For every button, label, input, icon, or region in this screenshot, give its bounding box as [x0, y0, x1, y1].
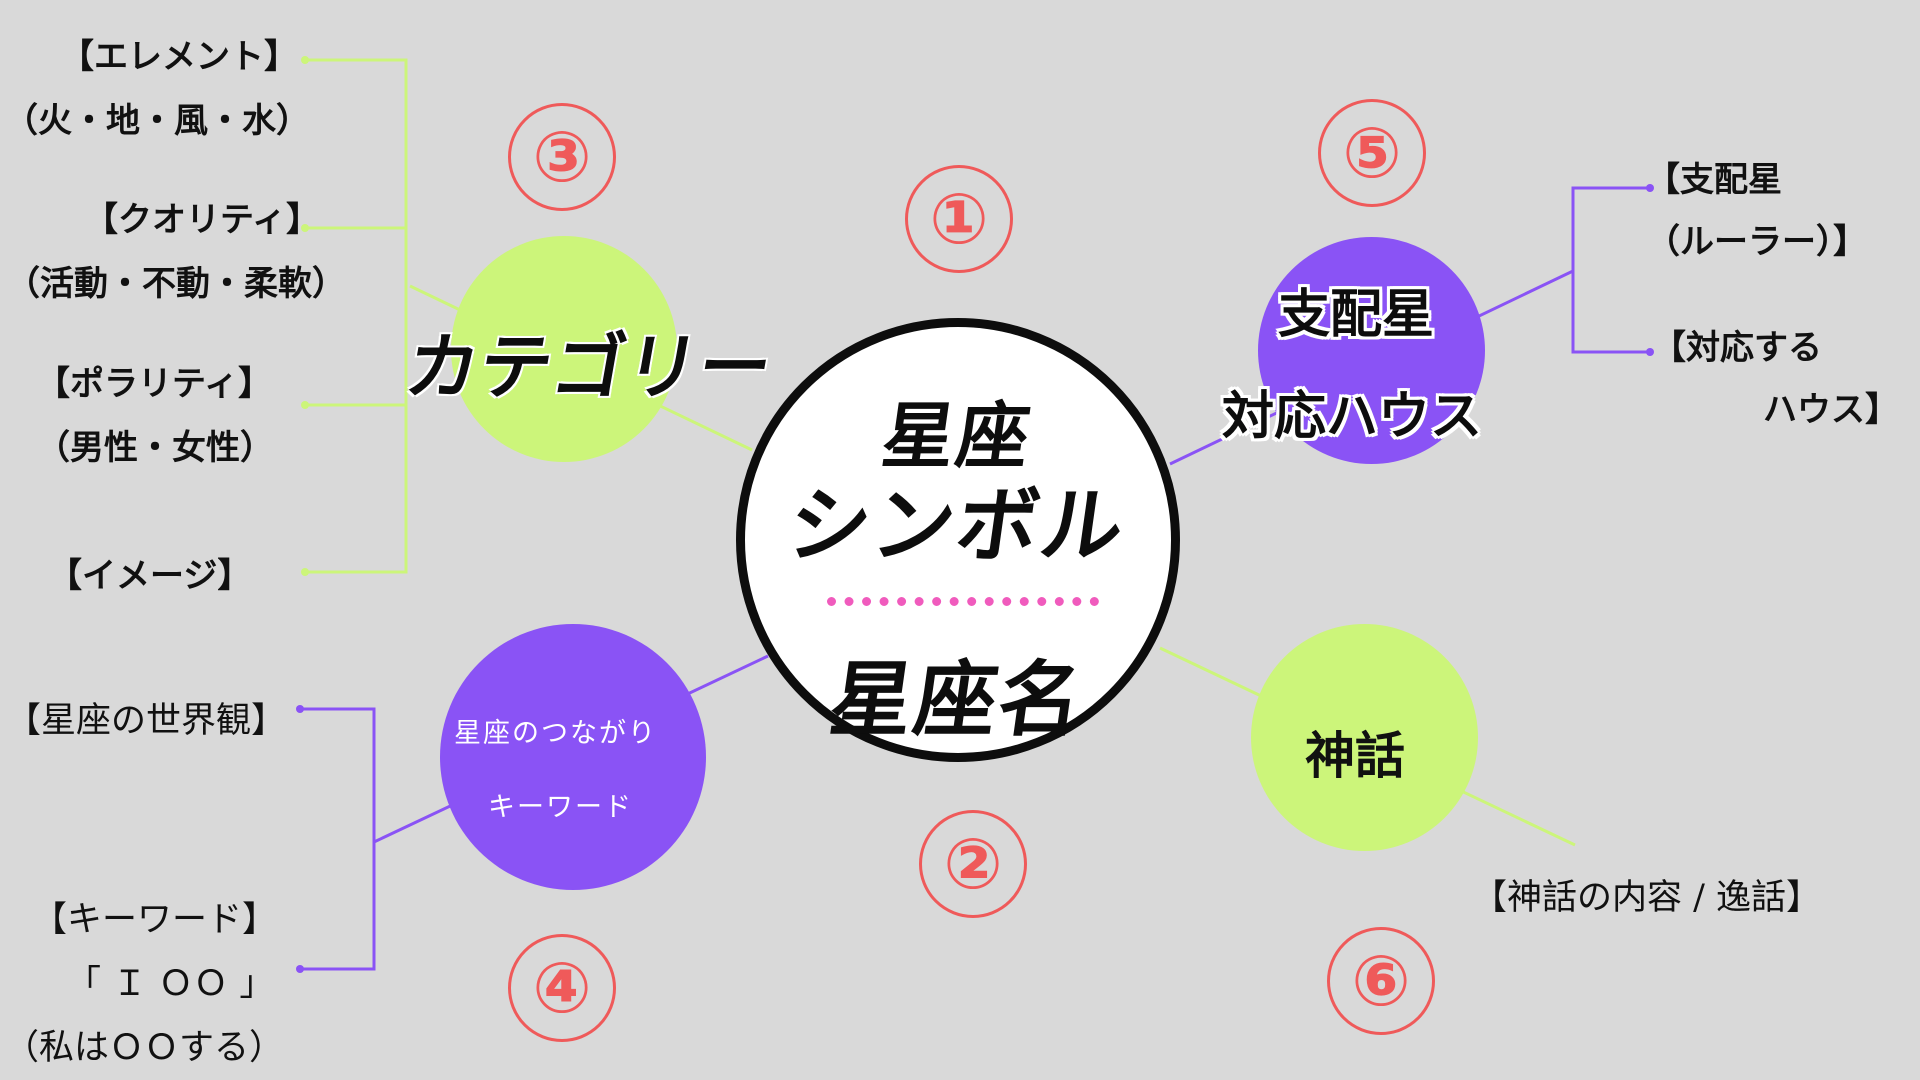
keyword-item-2-example: 「 Ｉ ＯＯ 」 [66, 964, 275, 1004]
category-item-1-title: 【エレメント】 [60, 37, 298, 77]
myth-label: 神話 [1305, 726, 1405, 785]
ruler-bubble [1258, 237, 1485, 464]
category-item-3-detail: （男性・女性） [36, 428, 274, 468]
number-badge-3: ③ [508, 103, 616, 211]
category-item-2-detail: （活動・不動・柔軟） [6, 264, 346, 304]
category-item-1-detail: （火・地・風・水） [4, 101, 310, 141]
category-item-3-title: 【ポラリティ】 [36, 364, 272, 404]
bracket-keyword-dot-2 [296, 965, 304, 973]
number-badge-6: ⑥ [1327, 927, 1435, 1035]
category-label: カテゴリー [399, 325, 780, 409]
keyword-item-1: 【星座の世界観】 [6, 701, 287, 741]
bracket-category [305, 58, 408, 574]
bracket-ruler [1571, 186, 1650, 354]
bracket-keyword [300, 707, 376, 971]
number-badge-2: ② [919, 810, 1027, 918]
category-bubble [451, 236, 677, 462]
center-line-3: 星座名 [824, 653, 1090, 748]
keyword-label-line-2: キーワード [488, 792, 633, 823]
bracket-category-dot-4 [301, 568, 309, 576]
keyword-bubble [440, 624, 706, 890]
ruler-item-1-title: 【支配星 [1646, 160, 1782, 200]
myth-bubble [1251, 624, 1478, 851]
center-line-2: シンボル [782, 479, 1132, 574]
keyword-item-2-detail: （私はＯＯする） [4, 1028, 285, 1068]
center-circle: 星座 シンボル 星座名 [736, 318, 1180, 762]
category-item-2-title: 【クオリティ】 [84, 200, 320, 240]
bracket-ruler-dot-1 [1646, 184, 1654, 192]
keyword-label-line-1: 星座のつながり [454, 718, 657, 749]
ruler-label-line-2: 対応ハウス [1222, 387, 1483, 447]
category-item-4-title: 【イメージ】 [48, 556, 252, 596]
center-dotted-divider [827, 597, 1099, 606]
bracket-keyword-dot-1 [296, 705, 304, 713]
ruler-item-2-detail: ハウス】 [1763, 390, 1899, 430]
bracket-category-dot-2 [301, 224, 309, 232]
bracket-ruler-dot-2 [1646, 348, 1654, 356]
myth-item: 【神話の内容 / 逸話】 [1472, 878, 1822, 918]
number-badge-1: ① [905, 165, 1013, 273]
ruler-label-line-1: 支配星 [1278, 285, 1435, 345]
bracket-category-dot-1 [301, 56, 309, 64]
ruler-item-1-detail: （ルーラー）】 [1646, 222, 1867, 262]
ruler-item-2-title: 【対応する [1652, 328, 1822, 368]
number-badge-5: ⑤ [1318, 99, 1426, 207]
bracket-category-dot-3 [301, 401, 309, 409]
number-badge-4: ④ [508, 934, 616, 1042]
keyword-item-2-title: 【キーワード】 [32, 900, 278, 940]
